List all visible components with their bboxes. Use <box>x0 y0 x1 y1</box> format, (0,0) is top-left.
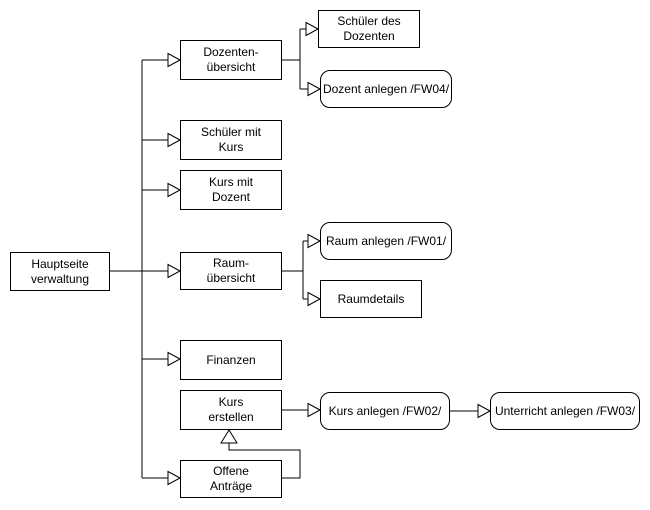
node-raum-anlegen-fw01: Raum anlegen /FW01/ <box>320 222 452 260</box>
node-offene-antraege: Offene Anträge <box>180 460 282 498</box>
arrowhead-offene-antraege-to-kurs-erstellen <box>220 429 238 444</box>
arrowhead-to-raum-anlegen-fw01 <box>307 233 322 249</box>
node-schueler-des-dozenten: Schüler des Dozenten <box>318 10 420 48</box>
node-label: Dozenten- übersicht <box>203 45 259 74</box>
node-hauptseite-verwaltung: Hauptseite verwaltung <box>10 252 110 291</box>
node-label: Kurs mit Dozent <box>208 175 253 204</box>
node-label: Hauptseite verwaltung <box>30 256 90 286</box>
arrowhead-to-dozent-anlegen-fw04 <box>307 81 322 97</box>
arrowhead-trunk-to-kurs-mit-dozent <box>167 182 182 198</box>
node-label: Finanzen <box>206 352 256 367</box>
arrowhead-trunk-to-dozenten-uebersicht <box>167 52 182 68</box>
arrowhead-trunk-to-finanzen <box>167 351 182 367</box>
arrowhead-hauptseite-to-raum-uebersicht <box>167 263 182 279</box>
node-kurs-anlegen-fw02: Kurs anlegen /FW02/ <box>320 392 450 430</box>
node-label: Schüler des Dozenten <box>337 14 401 43</box>
node-raumdetails: Raumdetails <box>320 280 422 318</box>
node-label: Raum anlegen /FW01/ <box>325 233 447 248</box>
node-kurs-erstellen: Kurs erstellen <box>180 390 282 430</box>
node-label: Unterricht anlegen /FW03/ <box>494 403 636 418</box>
arrowhead-to-raumdetails <box>307 291 322 307</box>
node-label: Raumdetails <box>337 291 405 306</box>
node-label: Dozent anlegen /FW04/ <box>322 81 450 96</box>
arrowhead-trunk-to-offene-antraege <box>167 470 182 486</box>
node-label: Offene Anträge <box>209 464 253 493</box>
node-label: Kurs anlegen /FW02/ <box>328 403 442 418</box>
node-raum-uebersicht: Raum- übersicht <box>180 252 282 290</box>
arrowhead-kurs-erstellen-to-kurs-anlegen <box>307 402 322 418</box>
node-label: Kurs erstellen <box>208 395 254 424</box>
arrowhead-kurs-anlegen-to-unterricht <box>477 403 492 419</box>
node-dozent-anlegen-fw04: Dozent anlegen /FW04/ <box>320 70 452 108</box>
node-dozenten-uebersicht: Dozenten- übersicht <box>180 40 282 80</box>
node-schueler-mit-kurs: Schüler mit Kurs <box>180 120 282 160</box>
arrowhead-to-schueler-des-dozenten <box>305 21 320 37</box>
edge-offene-antraege-to-kurs-erstellen <box>228 443 301 479</box>
arrowhead-trunk-to-schueler-mit-kurs <box>167 132 182 148</box>
node-finanzen: Finanzen <box>180 340 282 380</box>
node-label: Raum- übersicht <box>206 256 256 285</box>
node-unterricht-anlegen-fw03: Unterricht anlegen /FW03/ <box>490 392 640 430</box>
node-label: Schüler mit Kurs <box>200 125 262 154</box>
node-kurs-mit-dozent: Kurs mit Dozent <box>180 170 282 210</box>
